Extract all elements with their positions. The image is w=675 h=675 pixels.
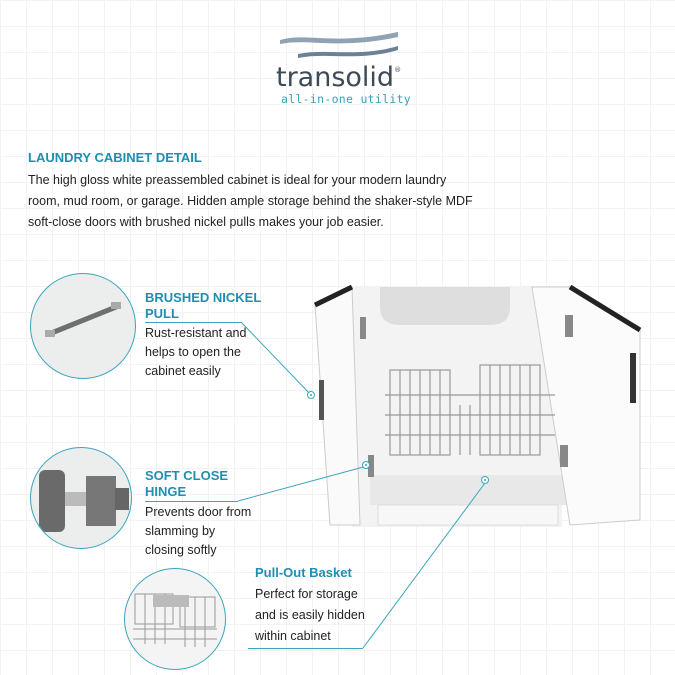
section-title: LAUNDRY CABINET DETAIL bbox=[28, 150, 202, 165]
feature-rule-hinge bbox=[145, 501, 238, 502]
logo-wordmark: transolid® bbox=[276, 62, 401, 93]
connector-line-hinge bbox=[237, 465, 368, 502]
connector-line-basket bbox=[362, 482, 486, 649]
feature-desc-hinge: Prevents door from slamming by closing s… bbox=[145, 505, 252, 557]
hotspot-basket[interactable] bbox=[481, 476, 489, 484]
feature-image-soft-close-hinge bbox=[30, 447, 132, 549]
cabinet-image bbox=[313, 285, 642, 527]
feature-title-pull: BRUSHED NICKEL PULL bbox=[145, 290, 262, 321]
pull-handle-icon bbox=[45, 302, 121, 337]
feature-rule-pull bbox=[145, 322, 242, 323]
logo-waves-icon bbox=[280, 32, 398, 58]
feature-title-basket: Pull-Out Basket bbox=[255, 565, 352, 580]
connector-line-pull bbox=[240, 321, 312, 396]
feature-title-hinge: SOFT CLOSE HINGE bbox=[145, 468, 229, 499]
hotspot-pull[interactable] bbox=[307, 391, 315, 399]
feature-desc-pull: Rust-resistant and helps to open the cab… bbox=[145, 326, 247, 378]
basket-icon bbox=[133, 593, 217, 647]
feature-desc-basket: Perfect for storage and is easily hidden… bbox=[255, 587, 365, 643]
section-description: The high gloss white preassembled cabine… bbox=[28, 173, 473, 229]
feature-rule-basket bbox=[248, 648, 363, 649]
logo-tagline: all-in-one utility bbox=[281, 92, 412, 106]
feature-image-brushed-nickel-pull bbox=[30, 273, 136, 379]
feature-image-pull-out-basket bbox=[124, 568, 226, 670]
hotspot-hinge[interactable] bbox=[362, 461, 370, 469]
hinge-icon bbox=[39, 470, 129, 532]
registered-mark: ® bbox=[394, 66, 402, 74]
logo-wordmark-text: transolid bbox=[276, 62, 395, 93]
